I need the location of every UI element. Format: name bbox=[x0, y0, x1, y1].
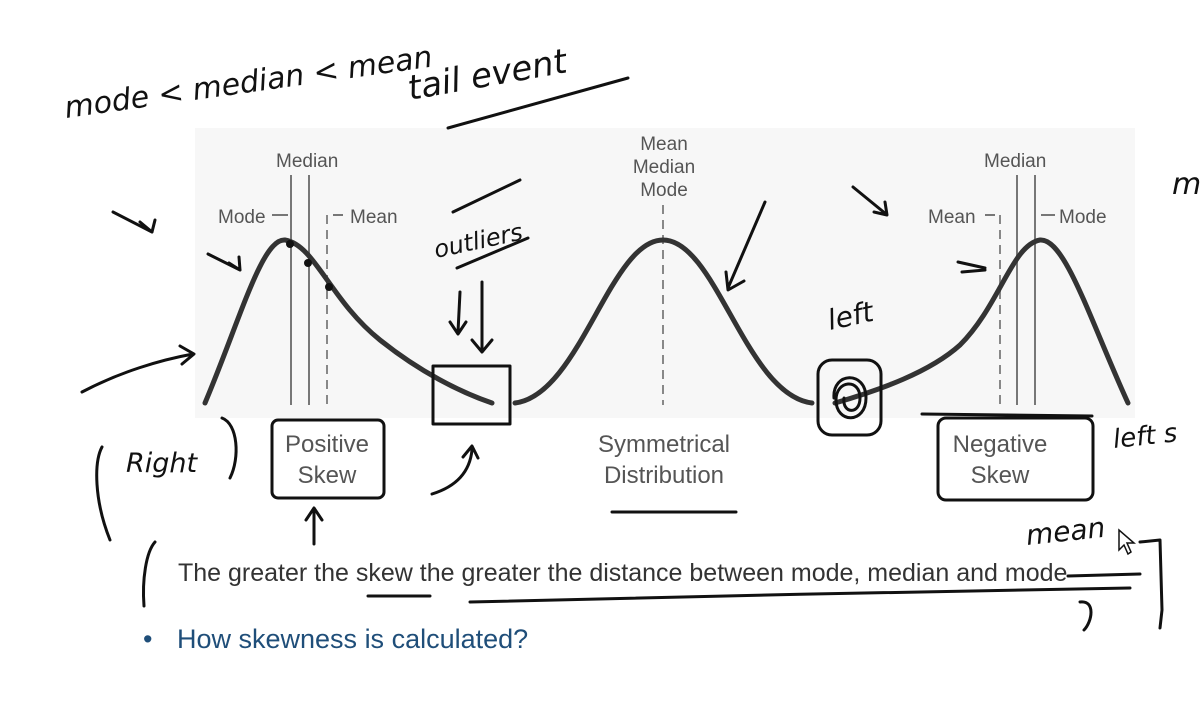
up-curve-arrow-icon bbox=[430, 444, 480, 496]
symmetrical-title-line2: Distribution bbox=[604, 462, 724, 489]
mode-median-mean-note: mode < median < mean bbox=[62, 40, 434, 126]
statement-open-bracket bbox=[142, 540, 157, 608]
tail-outlier-box bbox=[431, 364, 512, 426]
positive-skew-panel: Mode Median Mean Positive Skew bbox=[202, 151, 495, 489]
skew-statement: The greater the skew the greater the dis… bbox=[178, 559, 1068, 587]
right-bracket bbox=[1138, 538, 1164, 630]
bullet-item: • How skewness is calculated? bbox=[143, 624, 528, 655]
left-s-note: left s bbox=[1112, 418, 1179, 455]
tail-event-underline bbox=[446, 76, 630, 130]
right-close-brace bbox=[220, 416, 238, 480]
figure-background bbox=[195, 128, 1135, 418]
arrow-icon bbox=[851, 185, 889, 217]
negative-skew-title-line1: Negative bbox=[953, 431, 1048, 458]
negative-skew-title-line2: Skew bbox=[971, 462, 1030, 489]
arrow-icon bbox=[724, 200, 767, 292]
ink-hook bbox=[1078, 600, 1093, 632]
symmetrical-curve bbox=[512, 237, 815, 406]
negative-skew-overline bbox=[920, 412, 1094, 418]
outliers-underline bbox=[455, 236, 530, 270]
positive-skew-title-line2: Skew bbox=[298, 462, 357, 489]
negative-skew-panel: Mean Median Mode Negative Skew bbox=[832, 151, 1131, 489]
right-note: Right bbox=[126, 448, 199, 479]
median-label-positive: Median bbox=[276, 151, 338, 172]
mouse-cursor-icon bbox=[1118, 528, 1137, 556]
bullet-icon: • bbox=[143, 624, 153, 654]
center-scribble-box bbox=[816, 358, 883, 437]
symmetrical-title-line1: Symmetrical bbox=[598, 431, 730, 458]
scribble-icon bbox=[832, 376, 868, 420]
mean-label-positive: Mean bbox=[350, 207, 398, 228]
symmetrical-panel: Mean Median Mode Symmetrical Distributio… bbox=[512, 134, 815, 489]
arrow-icon bbox=[206, 252, 242, 272]
up-arrow-icon bbox=[304, 506, 324, 546]
mean-note: mean bbox=[1024, 511, 1106, 552]
mode-label-negative: Mode bbox=[1059, 207, 1107, 228]
mode-label-symmetric: Mode bbox=[640, 180, 688, 201]
arrow-icon bbox=[111, 210, 157, 234]
negative-skew-curve bbox=[832, 237, 1131, 406]
right-open-brace bbox=[95, 445, 112, 542]
positive-skew-box bbox=[270, 418, 386, 500]
mean-mark bbox=[956, 260, 987, 274]
arrow-icon bbox=[80, 344, 196, 394]
statement-underline bbox=[468, 586, 1132, 604]
down-arrow-icon bbox=[470, 280, 494, 354]
ink-dot bbox=[304, 259, 312, 267]
negative-skew-box bbox=[936, 416, 1095, 502]
bullet-text: How skewness is calculated? bbox=[177, 624, 529, 654]
outliers-overline bbox=[451, 178, 522, 214]
mean-label-symmetric: Mean bbox=[640, 134, 688, 155]
mean-label-negative: Mean bbox=[928, 207, 976, 228]
strike-mark bbox=[1066, 572, 1142, 578]
median-label-negative: Median bbox=[984, 151, 1046, 172]
handwritten-annotations: mode < median < mean tail event outliers… bbox=[62, 40, 1200, 632]
positive-skew-title-line1: Positive bbox=[285, 431, 369, 458]
ink-dot bbox=[286, 240, 294, 248]
median-label-symmetric: Median bbox=[633, 157, 695, 178]
mode-label-positive: Mode bbox=[218, 207, 266, 228]
edge-m-note: m bbox=[1172, 167, 1200, 202]
ink-dot bbox=[325, 283, 333, 291]
down-arrow-icon bbox=[448, 290, 468, 336]
